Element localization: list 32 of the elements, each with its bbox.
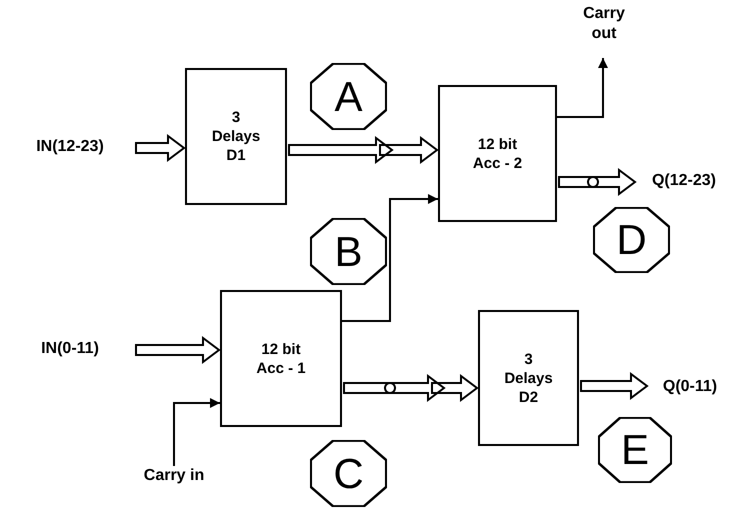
process-block — [220, 290, 342, 427]
marker-letter: B — [334, 230, 362, 274]
signal-label: Q(0-11) — [648, 377, 732, 399]
octagon-marker — [310, 63, 387, 130]
process-block — [185, 68, 287, 205]
process-block — [438, 85, 557, 222]
process-block — [478, 310, 579, 446]
signal-label: Carry in — [140, 466, 208, 508]
bus-arrow — [580, 372, 649, 400]
signal-label: IN(12-23) — [6, 137, 134, 159]
signal-label: Q(12-23) — [636, 171, 732, 193]
signal-label: Carry out — [573, 4, 635, 58]
bus-arrow — [135, 134, 186, 162]
block-label: 12 bit Acc - 2 — [472, 134, 524, 172]
block-label: 12 bit Acc - 1 — [255, 340, 307, 378]
marker-letter: D — [616, 218, 647, 262]
bus-arrow — [343, 374, 479, 402]
marker-letter: A — [334, 74, 362, 118]
octagon-marker — [598, 417, 672, 483]
marker-letter: E — [620, 428, 649, 472]
block-label: 3 Delays D1 — [210, 108, 262, 165]
octagon-marker — [310, 440, 387, 507]
signal-arrow — [173, 398, 220, 466]
block-label: 3 Delays D2 — [503, 350, 554, 406]
signal-label: IN(0-11) — [6, 339, 134, 361]
octagon-marker — [593, 207, 670, 273]
marker-letter: C — [333, 452, 364, 496]
octagon-marker — [310, 218, 387, 285]
bus-arrow — [135, 336, 221, 364]
signal-arrow — [342, 194, 438, 322]
signal-arrow — [557, 58, 608, 118]
bus-arrow — [288, 136, 439, 164]
